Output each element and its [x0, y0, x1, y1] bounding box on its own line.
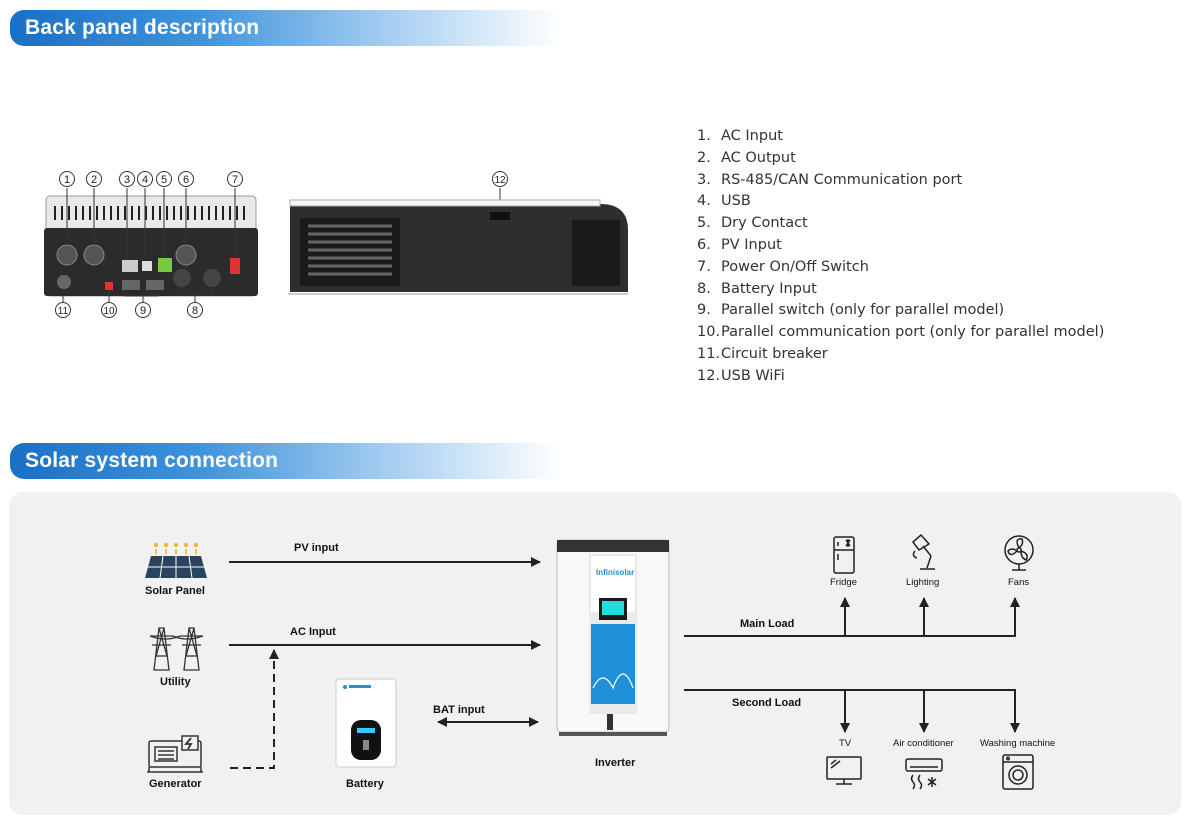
fan-icon — [1004, 535, 1034, 571]
generator-line — [230, 649, 279, 769]
callout-1: 1 — [64, 174, 70, 186]
lighting-icon — [911, 533, 935, 570]
fans-label: Fans — [1008, 577, 1030, 588]
pv-input-label: PV input — [294, 542, 339, 554]
back-panel-banner: Back panel description — [10, 10, 560, 46]
callout-6: 6 — [183, 174, 189, 186]
callout-11: 11 — [58, 306, 69, 317]
main-load-label: Main Load — [740, 618, 795, 630]
callout-numbers: 1 2 3 4 5 6 7 8 9 10 11 12 — [55, 171, 508, 318]
solar-connection-banner: Solar system connection — [10, 443, 560, 479]
main-load-line — [684, 597, 1020, 637]
list-item: 7.Power On/Off Switch — [697, 258, 869, 275]
side-view — [288, 199, 628, 295]
second-load-line — [684, 689, 1020, 733]
callout-5: 5 — [161, 174, 167, 186]
battery-icon — [335, 678, 397, 768]
solar-panel-icon — [145, 543, 207, 579]
utility-label: Utility — [160, 676, 191, 688]
callout-3: 3 — [124, 174, 130, 186]
list-item: 10.Parallel communication port (only for… — [697, 324, 1105, 341]
solar-connection-title: Solar system connection — [25, 449, 279, 472]
list-item: 3.RS-485/CAN Communication port — [697, 171, 963, 188]
list-item: 2.AC Output — [697, 149, 796, 166]
lighting-label: Lighting — [906, 577, 940, 588]
list-item: 6.PV Input — [697, 236, 782, 253]
list-item: 9.Parallel switch (only for parallel mod… — [697, 302, 1005, 319]
inverter-label: Inverter — [595, 757, 636, 769]
rear-view — [44, 195, 258, 297]
inverter-brand: Infinisolar — [596, 568, 635, 577]
solar-panel-label: Solar Panel — [145, 585, 205, 597]
washing-machine-icon — [1002, 754, 1034, 790]
utility-tower-icon — [149, 627, 204, 671]
callout-10: 10 — [103, 306, 115, 317]
fridge-icon — [833, 536, 855, 574]
washing-machine-label: Washing machine — [980, 738, 1056, 749]
callout-2: 2 — [91, 174, 97, 186]
battery-label: Battery — [346, 778, 384, 790]
air-conditioner-icon — [905, 758, 943, 790]
air-conditioner-label: Air conditioner — [893, 738, 954, 749]
list-item: 11.Circuit breaker — [697, 345, 828, 362]
callout-9: 9 — [140, 305, 146, 317]
fridge-label: Fridge — [830, 577, 857, 588]
callout-4: 4 — [142, 174, 148, 186]
back-panel-title: Back panel description — [25, 16, 260, 39]
callout-7: 7 — [232, 174, 238, 186]
back-panel-description-list: 1.AC Input 2.AC Output 3.RS-485/CAN Comm… — [697, 126, 1104, 388]
inverter-icon — [556, 539, 670, 736]
list-item: 4.USB — [697, 193, 751, 210]
list-item: 12.USB WiFi — [697, 367, 785, 384]
callout-8: 8 — [192, 305, 198, 317]
generator-label: Generator — [149, 778, 202, 790]
generator-icon — [147, 735, 203, 773]
list-item: 8.Battery Input — [697, 280, 817, 297]
ac-input-label: AC Input — [290, 626, 336, 638]
list-item: 1.AC Input — [697, 128, 783, 144]
tv-label: TV — [839, 738, 852, 749]
callout-12: 12 — [494, 175, 506, 186]
bat-input-label: BAT input — [433, 704, 485, 716]
second-load-label: Second Load — [732, 697, 802, 709]
back-panel-illustration — [44, 188, 628, 302]
tv-icon — [826, 756, 862, 785]
list-item: 5.Dry Contact — [697, 215, 808, 232]
